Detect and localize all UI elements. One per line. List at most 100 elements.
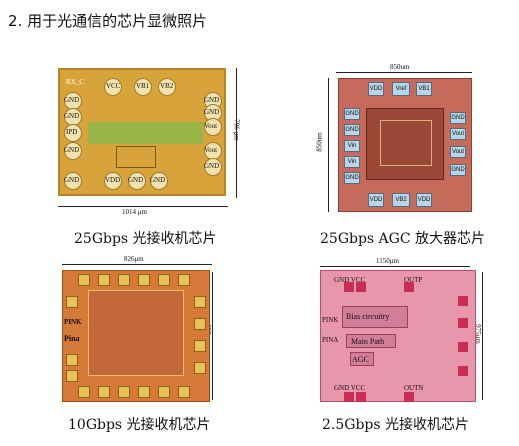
bond-pad: [64, 124, 82, 142]
bond-pad: [178, 386, 190, 398]
bond-pad: [194, 296, 206, 308]
width-dimension-line: [336, 72, 472, 73]
bond-pad: [78, 386, 90, 398]
pad-label-vb2: VB2: [160, 82, 174, 90]
height-dimension-label: 850um: [315, 132, 324, 152]
pad-label-vout: Vout: [204, 122, 218, 130]
bond-pad: [64, 142, 82, 160]
bond-pad: [194, 340, 206, 352]
pad-label-gnd: GND: [64, 176, 80, 184]
pad-label-outn: OUTN: [404, 384, 424, 392]
bond-pad-gnd: GND: [344, 108, 360, 120]
bond-pad-vdd: VDD: [368, 193, 384, 207]
width-dimension-line: [62, 264, 212, 265]
pad-label-vcc: VCC: [106, 82, 121, 90]
pad-label-pina: Pina: [64, 334, 80, 343]
bond-pad: [344, 282, 354, 292]
pad-label-pina: PINA: [322, 336, 339, 344]
pad-label-gnd: GND: [150, 176, 166, 184]
bond-pad-vout: Vout: [450, 146, 466, 158]
pad-label-pink: PINK: [64, 318, 82, 326]
bond-pad: [104, 78, 122, 96]
height-dimension-line: [328, 78, 329, 212]
width-dimension-line: [58, 206, 228, 207]
bond-pad-vin: Vin: [344, 140, 360, 152]
pad-label-vout: Vout: [204, 146, 218, 154]
bond-pad: [138, 274, 150, 286]
pad-label-pink: PINK: [322, 316, 339, 324]
chip-core-band: [88, 122, 203, 144]
bond-pad: [356, 392, 366, 402]
bond-pad: [194, 362, 206, 374]
width-dimension-line: [320, 266, 470, 267]
pad-label-ipd: IPD: [66, 128, 78, 136]
agc-label: AGC: [352, 355, 369, 364]
bond-pad-vin: Vin: [344, 156, 360, 168]
chip-core-inner: [380, 120, 432, 166]
pad-label-gnd: GND: [128, 176, 144, 184]
bias-circuitry-label: Bias circuitry: [346, 312, 390, 321]
bond-pad: [150, 172, 168, 190]
height-dimension-line: [482, 272, 483, 400]
chip-caption: 10Gbps 光接收机芯片: [68, 417, 211, 433]
bond-pad-vref: Vref: [392, 82, 410, 96]
bond-pad: [458, 366, 468, 376]
width-dimension-label: 826μm: [124, 255, 144, 263]
width-dimension-label: 850um: [390, 63, 410, 71]
width-dimension-label: 1150μm: [376, 257, 399, 265]
bond-pad-vb1: VB1: [416, 82, 432, 96]
pad-label-vb1: VB1: [136, 82, 150, 90]
bond-pad-gnd: GND: [344, 124, 360, 136]
bond-pad: [104, 172, 122, 190]
bond-pad: [98, 386, 110, 398]
bond-pad-vout: Vout: [450, 128, 466, 140]
pad-label-gnd-vcc: GND VCC: [334, 276, 366, 284]
bond-pad: [194, 318, 206, 330]
chip-label: RX_C: [66, 78, 84, 86]
bond-pad: [118, 274, 130, 286]
bond-pad: [178, 274, 190, 286]
pad-label-gnd: GND: [64, 146, 80, 154]
bond-pad: [404, 392, 414, 402]
bond-pad: [78, 274, 90, 286]
bond-pad-gnd: GND: [450, 164, 466, 176]
bond-pad-vdd: VDD: [368, 82, 384, 96]
bond-pad: [158, 386, 170, 398]
bond-pad: [118, 386, 130, 398]
chip-core-circuit: [88, 290, 184, 376]
agc-block: [350, 352, 374, 366]
bond-pad-vdd: VDD: [416, 193, 432, 207]
bond-pad: [66, 354, 78, 366]
bond-pad: [66, 296, 78, 308]
height-dimension-line: [236, 68, 237, 198]
main-path-label: Main Path: [351, 337, 385, 346]
bond-pad-vb2: VB2: [392, 193, 410, 207]
bond-pad: [128, 172, 146, 190]
bond-pad: [458, 342, 468, 352]
bond-pad: [344, 392, 354, 402]
main-path-block: [346, 334, 396, 348]
bond-pad: [458, 296, 468, 306]
pad-label-gnd: GND: [204, 162, 220, 170]
bond-pad: [98, 274, 110, 286]
pad-label-gnd: GND: [64, 96, 80, 104]
bond-pad: [134, 78, 152, 96]
bond-pad-gnd: GND: [344, 172, 360, 184]
page-heading: 2. 用于光通信的芯片显微照片: [8, 12, 208, 30]
chip-caption: 25Gbps 光接收机芯片: [74, 231, 217, 247]
bond-pad: [64, 172, 82, 190]
bond-pad: [458, 318, 468, 328]
bias-circuitry-block: [342, 306, 408, 328]
chip-core-block: [116, 146, 156, 168]
pad-label-gnd: GND: [204, 96, 220, 104]
pad-label-gnd: GND: [204, 108, 220, 116]
width-dimension-label: 1014 μm: [122, 208, 147, 216]
chip-caption: 25Gbps AGC 放大器芯片: [320, 231, 486, 247]
height-dimension-label: 796 μm: [232, 119, 241, 141]
height-dimension-line: [212, 272, 213, 400]
bond-pad: [204, 118, 222, 136]
bond-pad: [138, 386, 150, 398]
pad-label-gnd: GND: [64, 112, 80, 120]
bond-pad: [356, 282, 366, 292]
pad-label-vdd: VDD: [105, 176, 121, 184]
